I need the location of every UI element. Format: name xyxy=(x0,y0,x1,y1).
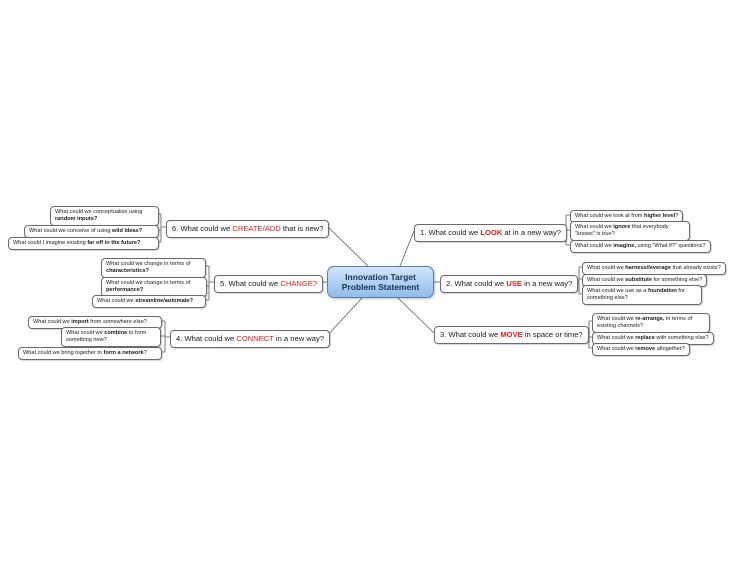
connector-center-b3 xyxy=(397,297,435,334)
leaf-harness-leverage[interactable]: What could we harness/leverage that alre… xyxy=(582,262,726,275)
branch-connect-keyword: CONNECT xyxy=(236,334,274,343)
leaf-combine[interactable]: What could we combine to form something … xyxy=(61,327,161,347)
leaf-foundation[interactable]: What could we use as a foundation for so… xyxy=(582,285,702,305)
branch-move-keyword: MOVE xyxy=(500,330,523,339)
branch-create-add-keyword: CREATE/ADD xyxy=(232,224,281,233)
connector-b6-leaves xyxy=(159,213,166,243)
branch-move[interactable]: 3. What could we MOVE in space or time? xyxy=(434,326,589,344)
connector-b5-leaves xyxy=(206,265,214,301)
leaf-performance[interactable]: What could we change in terms of perform… xyxy=(101,277,207,297)
central-topic-line2: Problem Statement xyxy=(341,282,420,292)
leaf-re-arrange[interactable]: What could we re-arrange, in terms of ex… xyxy=(592,313,710,333)
leaf-form-a-network[interactable]: What could we bring together to form a n… xyxy=(18,347,162,360)
connector-b4-leaves xyxy=(161,320,170,353)
connector-center-b6 xyxy=(327,226,369,267)
connector-center-b1 xyxy=(399,230,415,267)
leaf-imagine[interactable]: What could we imagine, using "What if?" … xyxy=(570,240,711,253)
branch-change[interactable]: 5. What could we CHANGE? xyxy=(214,275,324,293)
central-topic-line1: Innovation Target xyxy=(345,272,416,282)
branch-change-keyword: CHANGE? xyxy=(280,279,318,288)
leaf-characteristics[interactable]: What could we change in terms of charact… xyxy=(101,258,206,278)
leaf-streamline-automate[interactable]: What could we streamline/automate? xyxy=(92,295,206,308)
leaf-remove[interactable]: What could we remove altogether? xyxy=(592,343,690,356)
branch-use[interactable]: 2. What could we USE in a new way? xyxy=(440,275,579,293)
connector-center-b4 xyxy=(325,297,363,338)
branch-look-keyword: LOOK xyxy=(480,228,503,237)
leaf-higher-level[interactable]: What could we look at from higher level? xyxy=(570,210,684,223)
leaf-far-off-future[interactable]: What could I imagine existing far off in… xyxy=(8,237,159,250)
branch-connect[interactable]: 4. What could we CONNECT in a new way? xyxy=(170,330,331,348)
leaf-wild-ideas[interactable]: What could we conceive of using wild ide… xyxy=(24,225,159,238)
central-topic[interactable]: Innovation Target Problem Statement xyxy=(327,266,434,298)
leaf-ignore[interactable]: What could we ignore that everybody "kno… xyxy=(570,221,690,241)
branch-use-keyword: USE xyxy=(506,279,522,288)
branch-look[interactable]: 1. What could we LOOK at in a new way? xyxy=(414,224,567,242)
branch-create-add[interactable]: 6. What could we CREATE/ADD that is new? xyxy=(166,220,330,238)
leaf-random-inputs[interactable]: What could we conceptualize using random… xyxy=(50,206,159,226)
